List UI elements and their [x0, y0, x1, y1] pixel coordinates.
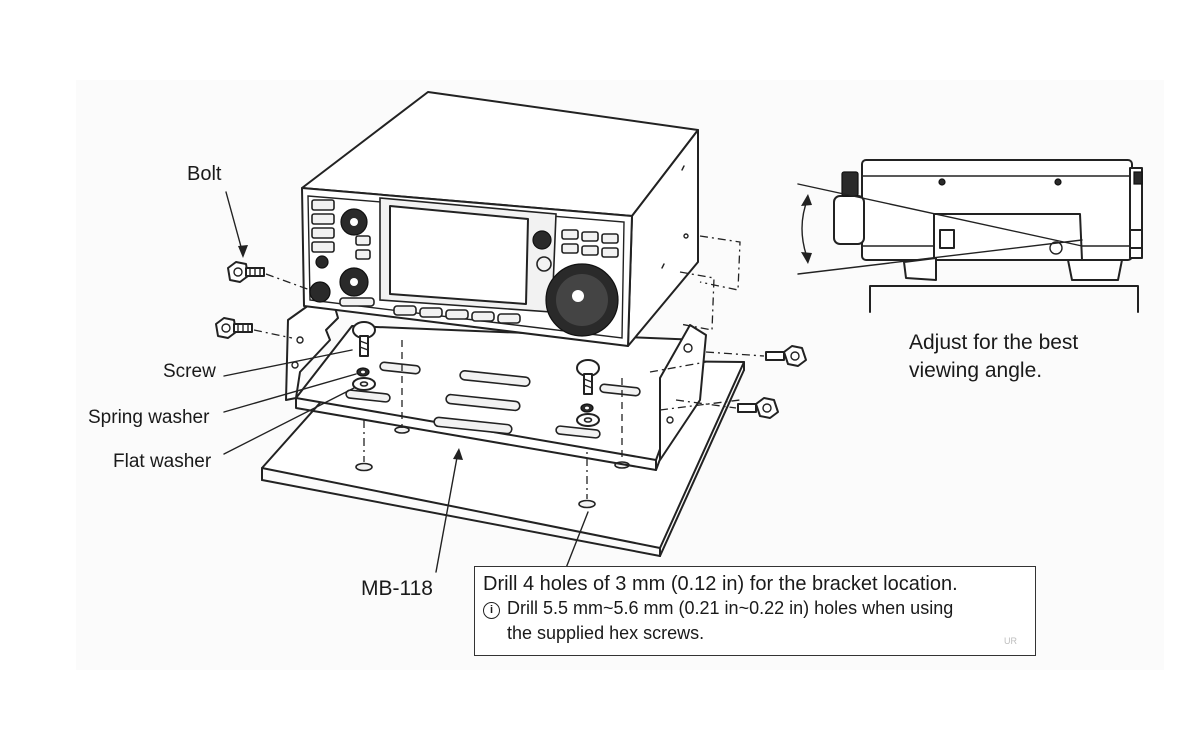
label-screw: Screw [163, 361, 216, 382]
label-bolt: Bolt [187, 163, 222, 185]
drill-note-sub-line2: the supplied hex screws. [507, 623, 705, 643]
screw-left-stack [352, 321, 376, 391]
corner-mark: UR [1004, 636, 1017, 646]
leader-lines [223, 191, 589, 573]
label-spring-washer: Spring washer [88, 407, 210, 428]
bolt-right-upper [705, 345, 807, 367]
drill-note-sub-text1: Drill 5.5 mm~5.6 mm (0.21 in~0.22 in) ho… [507, 598, 954, 618]
drill-note-box: Drill 4 holes of 3 mm (0.12 in) for the … [474, 566, 1036, 656]
label-mb118: MB-118 [361, 577, 433, 600]
mb118-bracket [285, 289, 707, 471]
drill-note-sub-line1: i Drill 5.5 mm~5.6 mm (0.21 in~0.22 in) h… [483, 596, 1027, 621]
label-flat-washer: Flat washer [113, 451, 212, 472]
bolt-left-lower [215, 317, 293, 339]
side-view [797, 159, 1143, 313]
side-view-note-line1: Adjust for the best [909, 331, 1079, 354]
transceiver-unit [301, 91, 741, 411]
side-view-note: Adjust for the best viewing angle. [909, 329, 1078, 385]
info-icon: i [483, 602, 500, 619]
side-view-note-line2: viewing angle. [909, 359, 1043, 382]
bolt-right-lower [675, 397, 779, 419]
screw-right-stack [576, 359, 600, 427]
drill-hole [355, 462, 373, 472]
bolt-left-upper [227, 261, 311, 291]
drill-note-main: Drill 4 holes of 3 mm (0.12 in) for the … [483, 573, 958, 595]
drill-hole [578, 499, 596, 509]
